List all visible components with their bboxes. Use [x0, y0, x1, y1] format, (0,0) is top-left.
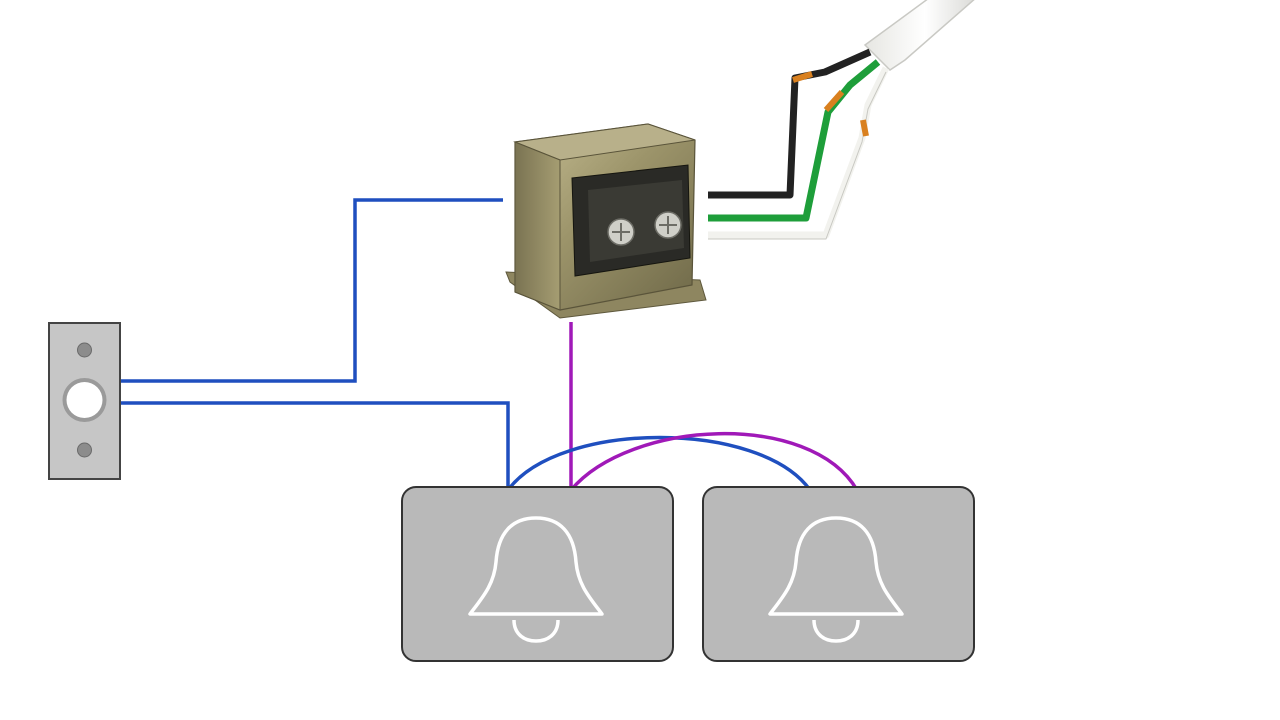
wires — [120, 198, 859, 492]
transformer[interactable] — [505, 123, 707, 319]
purple-wire-chime-jumper — [569, 432, 859, 492]
terminal-screw-left — [607, 218, 635, 246]
blue-wire-button-to-chime-1 — [120, 401, 510, 490]
doorbell-button-screw-bottom — [77, 442, 92, 458]
copper-strip-2 — [823, 90, 845, 112]
copper-strip-1 — [792, 71, 813, 83]
white-wire — [708, 66, 890, 239]
doorbell-push-button-face — [66, 382, 103, 418]
chime-2-housing — [702, 486, 975, 662]
copper-strip-3 — [860, 119, 869, 137]
terminal-screw-right — [654, 211, 682, 239]
bell-icon — [768, 516, 904, 643]
cable-sheath — [863, 0, 975, 71]
doorbell-button[interactable] — [48, 322, 121, 480]
transformer-side — [514, 141, 561, 311]
house-power-cable — [708, 0, 975, 240]
chime-1[interactable] — [401, 486, 674, 662]
doorbell-button-screw-top — [77, 342, 92, 358]
chime-1-housing — [401, 486, 674, 662]
blue-wire-chime-jumper — [506, 435, 812, 492]
chime-2[interactable] — [702, 486, 975, 662]
white-wire-outline — [708, 71, 887, 240]
blue-wire-transformer-to-button — [120, 198, 503, 383]
bell-icon — [468, 516, 604, 643]
green-wire — [708, 59, 881, 222]
